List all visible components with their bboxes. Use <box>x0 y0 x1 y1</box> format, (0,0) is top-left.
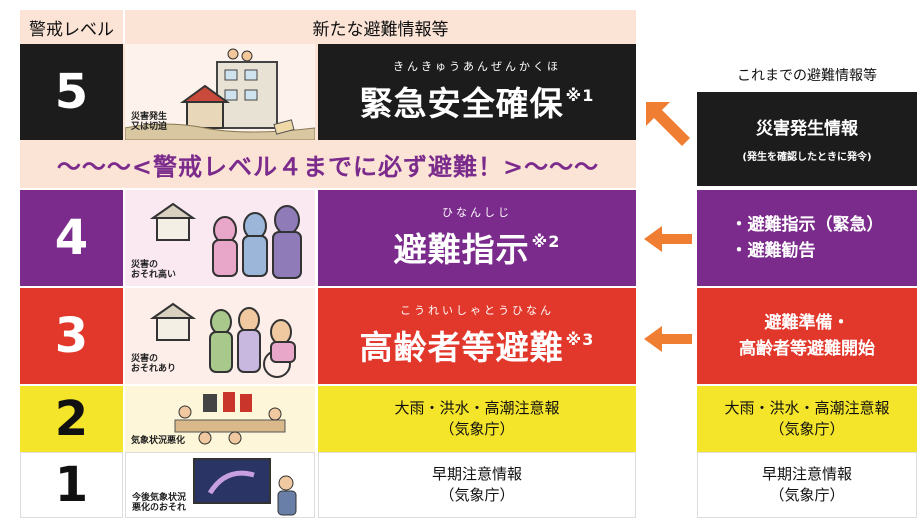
level-1-line-2: （気象庁） <box>439 486 515 504</box>
level-4-ruby: ひなんしじ <box>442 206 512 219</box>
level-1-caption-2: 悪化のおそれ <box>132 503 187 513</box>
level-3-caption-2: おそれあり <box>131 364 177 374</box>
level-2-caption-1: 気象状況悪化 <box>131 436 186 446</box>
level-4-caption-2: おそれ高い <box>131 270 177 280</box>
previous-early-line-2: （気象庁） <box>769 486 845 504</box>
previous-prep-info: 避難準備・ 高齢者等避難開始 <box>697 288 917 384</box>
evacuating-people-image <box>149 202 302 279</box>
previous-advisory-info: 大雨・洪水・高潮注意報 （気象庁） <box>697 386 917 452</box>
level-3-note-mark: ※3 <box>565 330 595 349</box>
previous-advisory-line-1: 大雨・洪水・高潮注意報 <box>724 399 890 417</box>
level-3-illustration: 災害の おそれあり <box>125 288 315 384</box>
level-1-info: 早期注意情報 （気象庁） <box>318 452 636 518</box>
level-2-line-1: 大雨・洪水・高潮注意報 <box>394 399 560 417</box>
level-4-note-mark: ※2 <box>531 232 561 251</box>
evacuate-banner: 〜〜〜<警戒レベル４までに必ず避難！>〜〜〜 <box>56 152 600 181</box>
level-4-info: ひなんしじ 避難指示※2 <box>318 190 636 286</box>
level-4-number: 4 <box>20 190 123 286</box>
previous-disaster-note: (発生を確認したときに発令) <box>742 151 872 163</box>
arrow-to-level-4-icon <box>644 226 692 252</box>
level-3-ruby: こうれいしゃとうひなん <box>400 304 554 317</box>
level-1-illustration: 今後気象状況 悪化のおそれ <box>125 452 315 518</box>
level-header-label: 警戒レベル <box>29 19 114 40</box>
level-header: 警戒レベル <box>20 10 123 44</box>
previous-disaster-info: 災害発生情報 (発生を確認したときに発令) <box>697 92 917 186</box>
previous-info-header-label: これまでの避難情報等 <box>737 68 877 84</box>
flood-building-image <box>125 48 315 140</box>
level-5-note-mark: ※1 <box>565 86 595 105</box>
level-3-title: 高齢者等避難 <box>359 328 564 367</box>
level-5-ruby: きんきゅうあんぜんかくほ <box>393 60 561 73</box>
level-5-title: 緊急安全確保 <box>359 84 564 123</box>
previous-early-line-1: 早期注意情報 <box>761 465 852 483</box>
previous-evac-order-line-1: ・避難指示（緊急） <box>730 215 884 235</box>
level-1-line-1: 早期注意情報 <box>431 465 522 483</box>
previous-evac-order-line-2: ・避難勧告 <box>730 241 816 261</box>
previous-advisory-line-2: （気象庁） <box>769 420 845 438</box>
new-info-header: 新たな避難情報等 <box>125 10 636 44</box>
new-info-header-label: 新たな避難情報等 <box>312 19 449 40</box>
level-3-number: 3 <box>20 288 123 384</box>
level-5-caption-1: 災害発生 <box>131 112 168 122</box>
previous-prep-line-2: 高齢者等避難開始 <box>739 339 875 359</box>
level-4-title: 避難指示 <box>393 230 530 269</box>
level-3-caption-1: 災害の <box>131 354 159 364</box>
level-5-number: 5 <box>20 44 123 140</box>
previous-prep-line-1: 避難準備・ <box>764 313 850 333</box>
arrow-to-level-3-icon <box>644 326 692 352</box>
level-2-line-2: （気象庁） <box>439 420 515 438</box>
weather-meeting-image <box>174 392 286 445</box>
previous-evac-order-info: ・避難指示（緊急） ・避難勧告 <box>697 190 917 286</box>
level-1-caption-1: 今後気象状況 <box>132 493 187 503</box>
elderly-evacuation-image <box>149 302 296 378</box>
level-3-info: こうれいしゃとうひなん 高齢者等避難※3 <box>318 288 636 384</box>
level-4-caption-1: 災害の <box>131 260 159 270</box>
level-2-illustration: 気象状況悪化 <box>125 386 315 452</box>
previous-info-header: これまでの避難情報等 <box>697 62 917 88</box>
arrow-to-level-5-icon <box>646 102 690 146</box>
previous-disaster-title: 災害発生情報 <box>756 118 858 139</box>
level-5-info: きんきゅうあんぜんかくほ 緊急安全確保※1 <box>318 44 636 140</box>
previous-early-info: 早期注意情報 （気象庁） <box>697 452 917 518</box>
banner-bg <box>20 140 636 188</box>
level-2-number: 2 <box>20 386 123 452</box>
level-5-caption-2: 又は切迫 <box>131 122 168 132</box>
level-2-info: 大雨・洪水・高潮注意報 （気象庁） <box>318 386 636 452</box>
level-5-illustration: 災害発生 又は切迫 <box>125 44 315 140</box>
level-1-number: 1 <box>20 452 123 518</box>
weather-forecast-tv-image <box>193 458 297 516</box>
level-4-illustration: 災害の おそれ高い <box>125 190 315 286</box>
